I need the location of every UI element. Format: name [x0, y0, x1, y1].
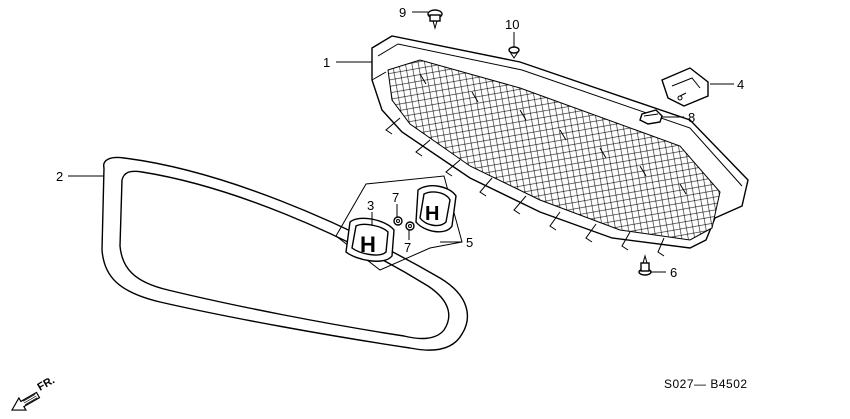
callout-5: 5: [466, 235, 473, 250]
diagram-code: S027— B4502: [664, 377, 748, 391]
emblem-base: H: [415, 185, 457, 233]
bolt-part: [638, 254, 652, 276]
front-arrow-icon: [10, 391, 41, 411]
callout-7-lower: 7: [404, 240, 411, 255]
callout-7-upper: 7: [392, 190, 399, 205]
callout-6: 6: [670, 265, 677, 280]
front-emblem: H: [345, 217, 395, 262]
callout-labels: 1 2 3 4 5 6 7 7 8 9 10: [56, 5, 744, 280]
grille-clips: [385, 73, 687, 257]
callout-2: 2: [56, 169, 63, 184]
callout-1: 1: [323, 55, 330, 70]
grille-assembly: [371, 35, 749, 257]
callout-9: 9: [399, 5, 406, 20]
grille-bracket: [661, 67, 709, 107]
callout-3: 3: [367, 198, 374, 213]
emblem-base-letter: H: [425, 203, 439, 225]
front-label: FR.: [36, 374, 57, 393]
nut-lower: [405, 221, 415, 231]
callout-4: 4: [737, 77, 744, 92]
clip-part: [639, 109, 663, 125]
nut-upper: [393, 216, 403, 226]
emblem-letter: H: [360, 232, 376, 257]
leader-lines: [68, 11, 734, 273]
callout-10: 10: [505, 17, 519, 32]
callout-8: 8: [688, 110, 695, 125]
front-direction-indicator: FR.: [10, 374, 57, 411]
screw-part: [427, 9, 443, 30]
small-screw-part: [508, 46, 520, 59]
grille-molding: [101, 156, 469, 351]
